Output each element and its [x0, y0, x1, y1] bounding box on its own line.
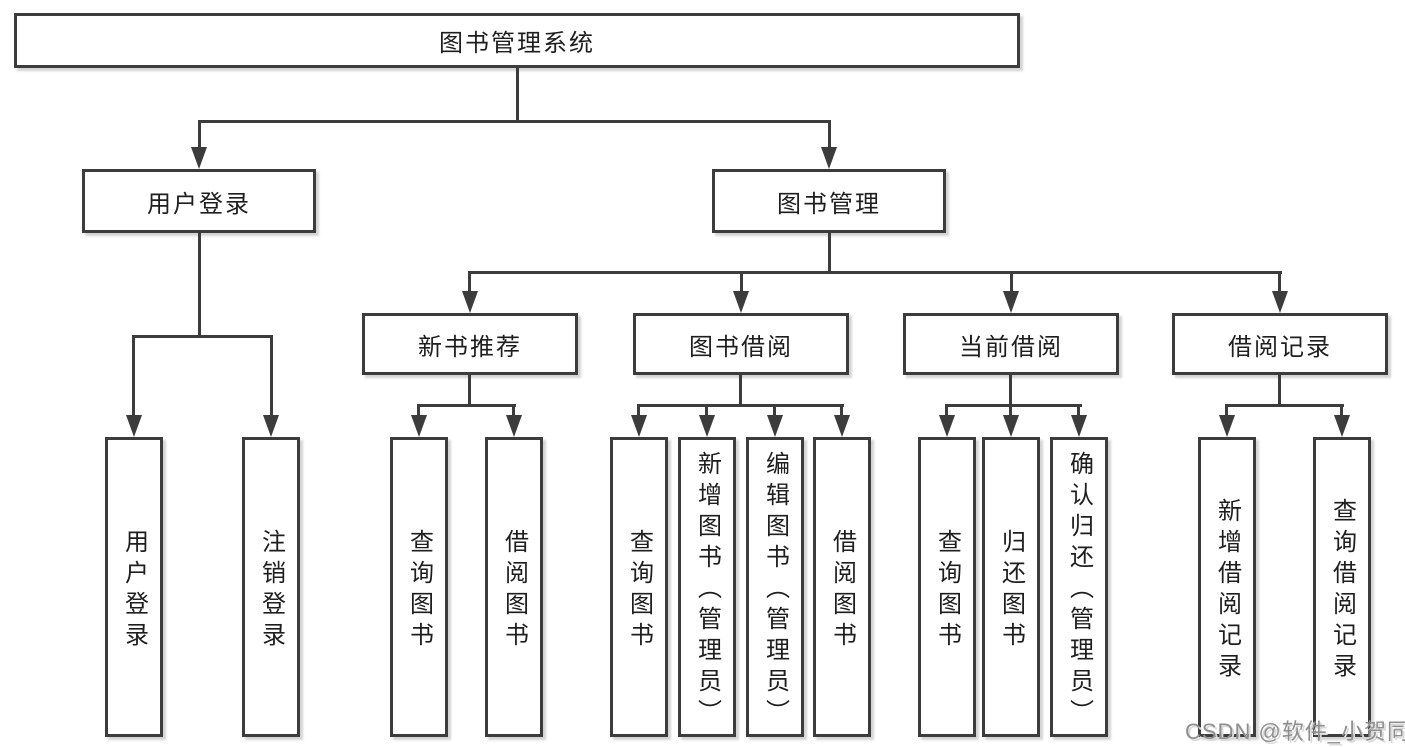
arrow-down-icon	[1003, 291, 1019, 313]
connector-leaf-stub	[417, 404, 420, 417]
arrow-down-icon	[506, 415, 522, 437]
leaf-label: 查询图书	[405, 528, 433, 653]
connector-book-mgmt-hline	[468, 271, 1282, 274]
arrow-down-icon	[1071, 415, 1087, 437]
node-label: 图书管理	[777, 190, 881, 218]
connector-level3-stub	[1278, 271, 1281, 293]
leaf-user-login: 用户登录	[105, 437, 163, 737]
arrow-down-icon	[821, 147, 837, 169]
connector-leaf-stub	[1340, 404, 1343, 417]
connector-leaf-stub	[1077, 404, 1080, 417]
leaf-label: 注销登录	[257, 528, 285, 653]
arrow-down-icon	[699, 415, 715, 437]
connector-level3-stub	[740, 271, 743, 293]
connector-leaf-stub	[1225, 404, 1228, 417]
connector-records-vline	[1278, 375, 1281, 406]
connector-records-hline	[1225, 404, 1344, 407]
connector-leaf-stub	[132, 335, 135, 417]
leaf-label: 确认归还（管理员）	[1065, 451, 1093, 730]
leaf-label: 归还图书	[997, 528, 1025, 653]
node-label: 用户登录	[147, 190, 251, 218]
node-book-management: 图书管理	[712, 169, 946, 233]
connector-user-login-hline	[132, 335, 273, 338]
leaf-borrow-books-newbook: 借阅图书	[485, 437, 543, 737]
leaf-add-borrow-record: 新增借阅记录	[1198, 437, 1256, 737]
connector-leaf-stub	[705, 404, 708, 417]
node-current-borrowing: 当前借阅	[903, 313, 1119, 375]
connector-current-vline	[1009, 375, 1012, 406]
connector-leaf-stub	[945, 404, 948, 417]
node-new-book-recommend: 新书推荐	[362, 313, 578, 375]
connector-leaf-stub	[840, 404, 843, 417]
connector-book-mgmt-stub	[828, 120, 831, 149]
connector-book-mgmt-vline	[828, 233, 831, 274]
arrow-down-icon	[834, 415, 850, 437]
connector-borrow-vline	[739, 375, 742, 406]
connector-newbook-vline	[468, 375, 471, 406]
arrow-down-icon	[1334, 415, 1350, 437]
connector-current-hline	[945, 404, 1082, 407]
arrow-down-icon	[126, 415, 142, 437]
connector-leaf-stub	[1009, 404, 1012, 417]
arrow-down-icon	[1272, 291, 1288, 313]
leaf-borrow-books-borrow: 借阅图书	[813, 437, 871, 737]
leaf-label: 查询图书	[933, 528, 961, 653]
node-library-system: 图书管理系统	[14, 13, 1020, 68]
connector-root-hline	[198, 120, 831, 123]
arrow-down-icon	[939, 415, 955, 437]
arrow-down-icon	[462, 291, 478, 313]
leaf-query-books-newbook: 查询图书	[390, 437, 448, 737]
arrow-down-icon	[1219, 415, 1235, 437]
leaf-add-book-admin: 新增图书（管理员）	[678, 437, 736, 737]
connector-level3-stub	[468, 271, 471, 293]
connector-level3-stub	[1010, 271, 1013, 293]
leaf-label: 借阅图书	[828, 528, 856, 653]
node-label: 图书借阅	[689, 333, 793, 361]
leaf-query-borrow-record: 查询借阅记录	[1313, 437, 1371, 737]
leaf-label: 新增借阅记录	[1213, 497, 1241, 684]
connector-borrow-hline	[637, 404, 844, 407]
leaf-edit-book-admin: 编辑图书（管理员）	[746, 437, 804, 737]
node-label: 借阅记录	[1228, 333, 1332, 361]
connector-newbook-hline	[417, 404, 516, 407]
leaf-label: 查询借阅记录	[1328, 497, 1356, 684]
leaf-confirm-return-admin: 确认归还（管理员）	[1050, 437, 1108, 737]
connector-leaf-stub	[773, 404, 776, 417]
connector-leaf-stub	[637, 404, 640, 417]
arrow-down-icon	[631, 415, 647, 437]
arrow-down-icon	[263, 415, 279, 437]
watermark-text: CSDN @软件_小贺同学	[1185, 719, 1405, 744]
node-user-login: 用户登录	[82, 169, 316, 233]
leaf-query-books-borrow: 查询图书	[610, 437, 668, 737]
arrow-down-icon	[767, 415, 783, 437]
leaf-label: 编辑图书（管理员）	[761, 451, 789, 730]
leaf-query-books-current: 查询图书	[918, 437, 976, 737]
arrow-down-icon	[733, 291, 749, 313]
node-label: 新书推荐	[418, 333, 522, 361]
node-borrow-records: 借阅记录	[1172, 313, 1388, 375]
connector-root-vline	[516, 68, 519, 121]
arrow-down-icon	[411, 415, 427, 437]
arrow-down-icon	[191, 147, 207, 169]
connector-user-login-stub	[198, 120, 201, 149]
node-label: 图书管理系统	[439, 30, 595, 57]
node-book-borrowing: 图书借阅	[633, 313, 849, 375]
connector-leaf-stub	[270, 335, 273, 417]
connector-leaf-stub	[512, 404, 515, 417]
arrow-down-icon	[1003, 415, 1019, 437]
leaf-label: 用户登录	[120, 528, 148, 653]
leaf-label: 查询图书	[625, 528, 653, 653]
leaf-label: 新增图书（管理员）	[693, 451, 721, 730]
leaf-label: 借阅图书	[500, 528, 528, 653]
leaf-return-book: 归还图书	[982, 437, 1040, 737]
connector-user-login-vline	[198, 233, 201, 337]
node-label: 当前借阅	[959, 333, 1063, 361]
leaf-logout: 注销登录	[242, 437, 300, 737]
